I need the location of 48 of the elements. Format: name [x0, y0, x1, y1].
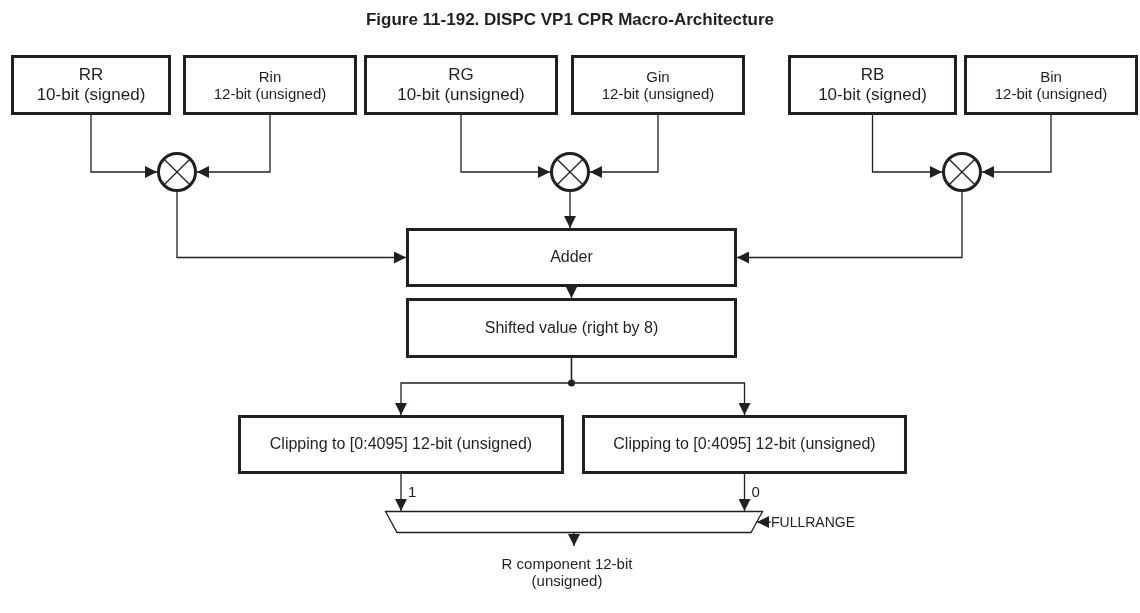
block-text: 10-bit (signed) [36, 85, 146, 105]
arrow [738, 473, 751, 512]
block-box [964, 55, 1138, 115]
block-text: Shifted value (right by 8) [484, 318, 659, 338]
block-title: RB [860, 65, 885, 85]
block-text: 12-bit (unsigned) [213, 85, 327, 103]
block-box [582, 415, 907, 474]
block-text: Adder [550, 248, 593, 267]
block-text: 12-bit (unsigned) [601, 85, 715, 103]
block-box [788, 55, 957, 115]
signal-label: R component 12-bit (unsigned) [477, 546, 657, 598]
multiplexer-symbol [385, 511, 763, 533]
multiplier-symbol [157, 152, 197, 192]
arrow [176, 191, 407, 264]
block-text: Clipping to [0:4095] 12-bit (unsigned) [613, 435, 876, 454]
block-title: Rin [258, 67, 282, 85]
block-text: Clipping to [0:4095] 12-bit (unsigned) [269, 435, 533, 454]
arrow [570, 357, 751, 416]
arrow [568, 532, 580, 547]
arrow [756, 516, 772, 528]
arrow [460, 114, 551, 178]
multiplier-symbol [550, 152, 590, 192]
block-title: RR [78, 65, 104, 85]
arrow [736, 191, 963, 264]
block-text: 10-bit (unsigned) [397, 85, 525, 105]
block-box [11, 55, 171, 115]
block-box [406, 228, 737, 287]
multiplier-symbol [942, 152, 982, 192]
block-title: RG [448, 65, 474, 85]
block-box [183, 55, 357, 115]
arrow [196, 114, 271, 178]
block-text: 12-bit (unsigned) [994, 85, 1108, 103]
arrow [981, 114, 1052, 178]
block-box [364, 55, 558, 115]
block-box [406, 298, 737, 358]
arrow [90, 114, 158, 178]
block-text: 10-bit (signed) [818, 85, 927, 105]
block-box [238, 415, 564, 474]
signal-label: FULLRANGE [771, 513, 857, 531]
block-title: Bin [1040, 67, 1062, 85]
arrow [395, 473, 407, 512]
arrow [564, 191, 576, 229]
arrow [871, 114, 943, 178]
block-title: Gin [646, 67, 670, 85]
block-box [571, 55, 745, 115]
arrow [589, 114, 659, 178]
arrow [565, 286, 578, 299]
figure-title: Figure 11-192. DISPC VP1 CPR Macro-Architecture [364, 10, 776, 30]
